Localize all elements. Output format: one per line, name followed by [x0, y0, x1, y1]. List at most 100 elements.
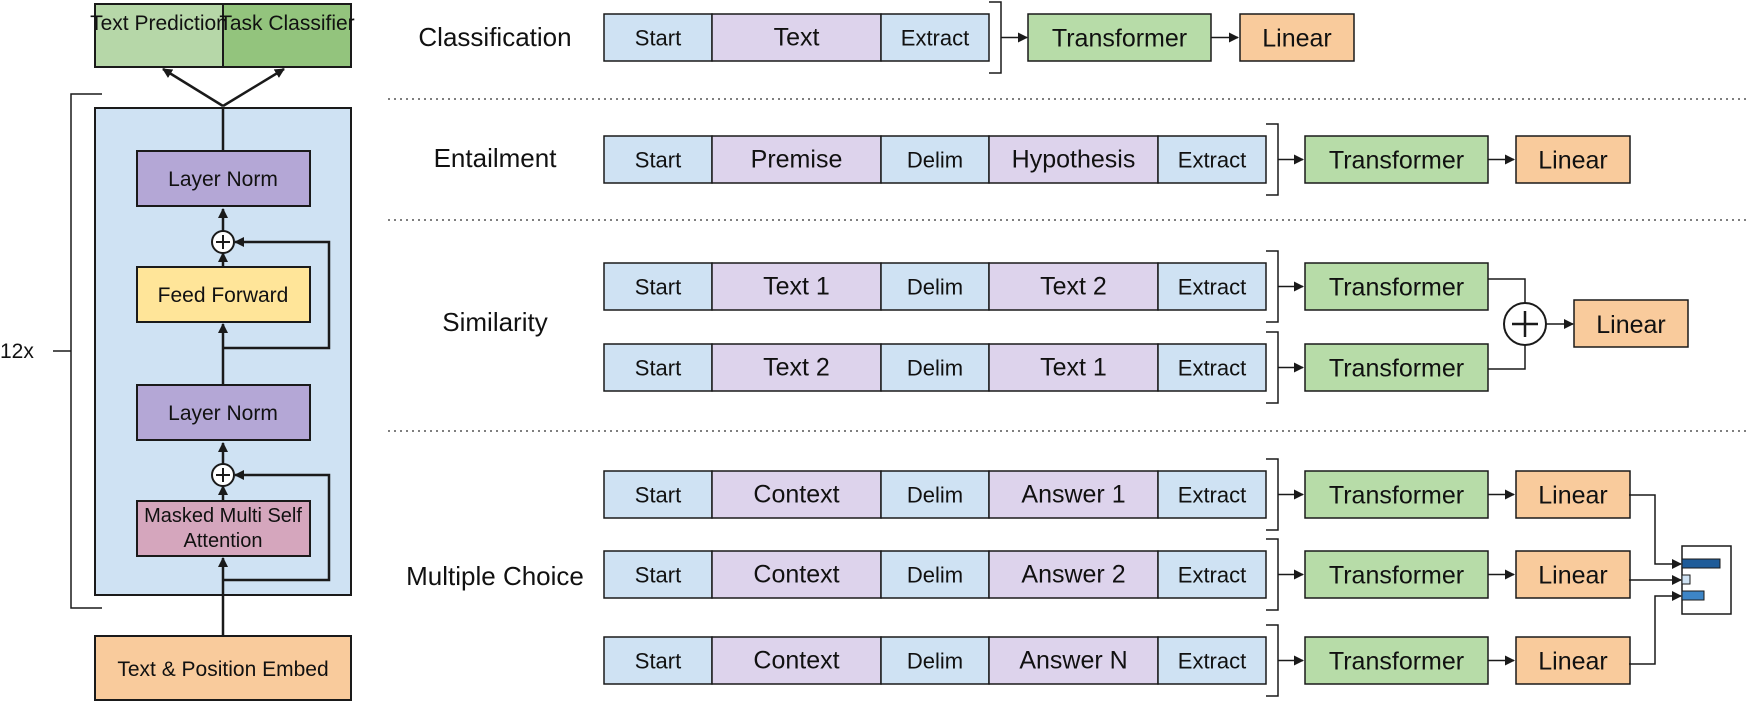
sequence-bracket — [1266, 331, 1279, 404]
segment-label: Delim — [907, 275, 963, 300]
segment-extract — [1157, 636, 1267, 685]
task-label-similarity: Similarity — [442, 307, 547, 337]
sequence-bracket — [1266, 624, 1279, 697]
segment-hypothesis — [988, 135, 1159, 184]
segment-extract — [1157, 343, 1267, 392]
transformer-label: Transformer — [1052, 25, 1187, 53]
segment-text-1 — [988, 343, 1159, 392]
segment-extract — [1157, 470, 1267, 519]
segment-label: Text 1 — [1040, 354, 1107, 382]
task-label-entailment: Entailment — [434, 143, 558, 173]
transformer-label: Transformer — [1329, 274, 1464, 302]
segment-text-1 — [711, 262, 882, 311]
linear-box — [1515, 636, 1631, 685]
segment-delim — [880, 343, 990, 392]
layer-norm-bottom-label: Layer Norm — [168, 402, 278, 425]
head-arrow-right — [222, 67, 285, 108]
repeat-label: 12x — [0, 340, 34, 363]
residual-upper — [223, 237, 331, 350]
sequence-bracket — [1266, 458, 1279, 531]
head-arrow-left — [162, 67, 224, 108]
segment-delim — [880, 135, 990, 184]
segment-extract — [1157, 135, 1267, 184]
transformer-box — [1304, 470, 1489, 519]
segment-label: Extract — [1178, 148, 1246, 173]
transformer-box — [1304, 343, 1489, 392]
segment-start — [603, 135, 713, 184]
transformer-label: Transformer — [1329, 147, 1464, 175]
segment-context — [711, 550, 882, 599]
mc-link-3 — [1629, 591, 1682, 665]
transformer-label: Transformer — [1329, 355, 1464, 383]
segment-label: Extract — [1178, 356, 1246, 381]
segment-start — [603, 550, 713, 599]
segment-label: Extract — [1178, 483, 1246, 508]
similarity-linear-label: Linear — [1596, 311, 1666, 339]
transformer-box — [1027, 13, 1212, 62]
linear-label: Linear — [1538, 648, 1608, 676]
layer-norm-top — [136, 150, 311, 207]
segment-label: Extract — [1178, 649, 1246, 674]
segment-label: Text 2 — [1040, 273, 1107, 301]
transformer-label: Transformer — [1329, 562, 1464, 590]
segment-label: Start — [635, 649, 681, 674]
transformer-label: Transformer — [1329, 482, 1464, 510]
segment-label: Delim — [907, 148, 963, 173]
segment-label: Context — [753, 561, 839, 589]
transformer-box — [1304, 135, 1489, 184]
layer-norm-bottom — [136, 384, 311, 441]
add-icon — [211, 463, 235, 487]
segment-label: Answer N — [1019, 647, 1127, 675]
similarity-linear-box — [1573, 299, 1689, 348]
segment-delim — [880, 550, 990, 599]
segment-label: Extract — [1178, 275, 1246, 300]
segment-extract — [1157, 262, 1267, 311]
residual-lower — [223, 470, 331, 582]
segment-label: Context — [753, 481, 839, 509]
segment-label: Text — [774, 24, 820, 52]
task-classifier-box — [222, 3, 352, 68]
segment-label: Text 1 — [763, 273, 830, 301]
segment-context — [711, 636, 882, 685]
segment-label: Delim — [907, 483, 963, 508]
sequence-bracket — [989, 1, 1002, 74]
sequence-bracket — [1266, 250, 1279, 323]
masked-attention-box — [136, 500, 311, 557]
segment-label: Context — [753, 647, 839, 675]
segment-label: Start — [635, 563, 681, 588]
linear-label: Linear — [1538, 562, 1608, 590]
task-label-multiple-choice: Multiple Choice — [406, 561, 584, 591]
add-icon — [211, 230, 235, 254]
embed-label: Text & Position Embed — [117, 658, 328, 681]
segment-label: Start — [635, 356, 681, 381]
segment-label: Answer 1 — [1021, 481, 1125, 509]
segment-start — [603, 343, 713, 392]
segment-label: Delim — [907, 563, 963, 588]
segment-extract — [880, 13, 990, 62]
segment-label: Delim — [907, 356, 963, 381]
segment-label: Delim — [907, 649, 963, 674]
linear-label: Linear — [1538, 147, 1608, 175]
task-classifier-label: Task Classifier — [219, 12, 354, 35]
transformer-label: Transformer — [1329, 648, 1464, 676]
segment-extract — [1157, 550, 1267, 599]
segment-text-2 — [711, 343, 882, 392]
text-prediction-label: Text Prediction — [90, 12, 228, 35]
similarity-link-bottom — [1488, 345, 1526, 370]
segment-label: Start — [635, 275, 681, 300]
segment-label: Answer 2 — [1021, 561, 1125, 589]
linear-box — [1515, 550, 1631, 599]
similarity-link-top — [1488, 278, 1526, 303]
segment-label: Premise — [751, 146, 843, 174]
segment-delim — [880, 262, 990, 311]
sequence-bracket — [1266, 123, 1279, 196]
segment-text — [711, 13, 882, 62]
layer-norm-top-label: Layer Norm — [168, 168, 278, 191]
segment-premise — [711, 135, 882, 184]
feed-forward-box — [136, 266, 311, 323]
linear-label: Linear — [1538, 482, 1608, 510]
segment-label: Extract — [901, 26, 969, 51]
segment-start — [603, 470, 713, 519]
